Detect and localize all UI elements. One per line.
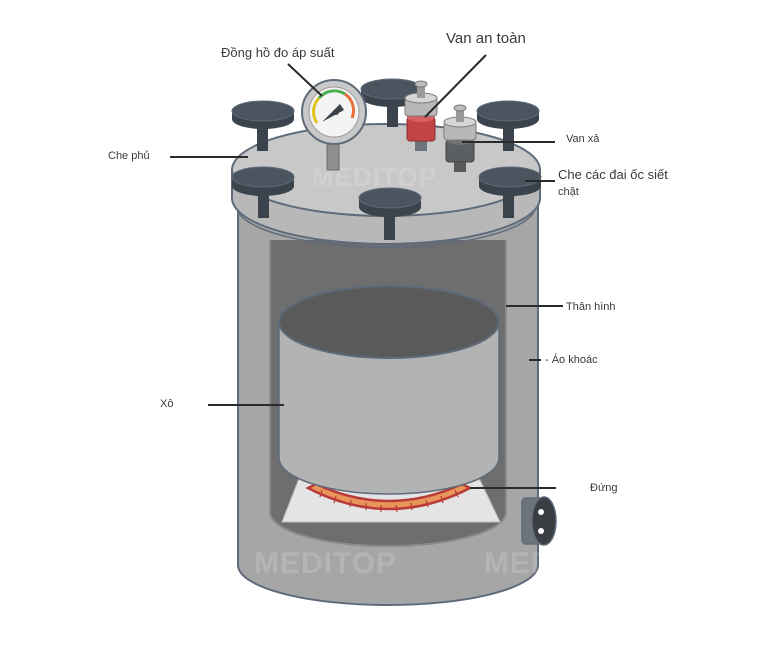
vent-valve [443, 104, 477, 172]
label-jacket: - Áo khoác [545, 354, 598, 366]
bucket [278, 285, 500, 495]
side-port [521, 496, 557, 546]
label-cover: Che phủ [108, 150, 150, 162]
leader-gauge [287, 63, 323, 97]
leader-lines [170, 54, 563, 489]
knob-back-right [476, 100, 540, 151]
watermark-bottom-right: MEDITOP [484, 547, 627, 580]
knob-front-center [358, 187, 422, 240]
leader-safety-valve [424, 54, 487, 118]
label-nuts-line1: Che các đai ốc siết [558, 167, 668, 182]
pressure-gauge [301, 79, 367, 171]
label-bucket: Xô [160, 398, 174, 410]
label-pressure-gauge: Đồng hồ đo áp suất [221, 45, 335, 60]
safety-valve [404, 80, 438, 151]
knob-back-left [231, 100, 295, 151]
label-safety-valve: Van an toàn [446, 30, 526, 47]
knob-front-left [231, 166, 295, 218]
label-vent-valve: Van xả [566, 133, 600, 145]
label-body: Thân hình [566, 301, 616, 313]
watermark-bottom-left: MEDITOP [254, 547, 397, 580]
label-nuts-line2: chặt [558, 186, 579, 198]
label-stand: Đứng [590, 482, 618, 494]
